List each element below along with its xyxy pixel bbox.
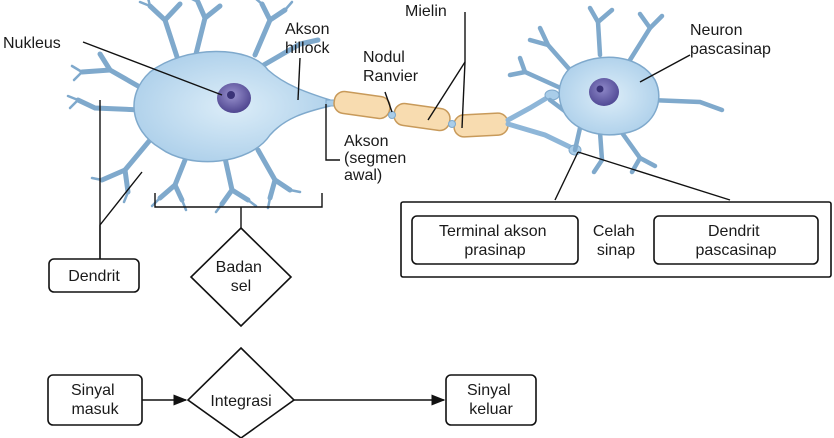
postsynaptic-neuron-label: Neuron pascasinap	[690, 22, 771, 58]
cell-body-bracket	[154, 193, 323, 228]
axon-terminals	[505, 93, 575, 151]
presynaptic-dendrites	[75, 0, 321, 207]
leader-lines	[82, 12, 691, 161]
postsynaptic-nucleolus	[596, 85, 604, 93]
cell-body-diamond	[189, 226, 293, 328]
presynaptic-terminal-box	[411, 215, 579, 265]
input-signal-label: Sinyal masuk	[71, 382, 120, 418]
output-signal-box	[445, 374, 537, 426]
axon-hillock-label: Akson hillock	[285, 21, 334, 57]
nucleolus	[227, 91, 235, 99]
synaptic-cleft-label: Celah sinap	[593, 223, 639, 259]
nucleus-presynaptic	[217, 83, 251, 113]
node-ranvier-label: Nodul Ranvier	[363, 49, 419, 85]
myelin-label: Mielin	[405, 3, 447, 20]
axon-initial-segment-label: Akson (segmen awal)	[344, 133, 411, 184]
postsynaptic-dendrites	[507, 5, 725, 175]
cell-body-label: Badan sel	[216, 259, 267, 295]
integration-label: Integrasi	[210, 393, 271, 410]
postsynaptic-dendrite-box	[653, 215, 819, 265]
synapse-leader	[554, 151, 731, 201]
output-signal-label: Sinyal keluar	[467, 382, 515, 418]
nucleus-postsynaptic	[589, 78, 619, 106]
ranvier-nodes	[388, 111, 456, 128]
dendrite-label: Dendrit	[68, 268, 120, 285]
integration-diamond	[186, 346, 296, 438]
nucleus-label: Nukleus	[3, 35, 61, 52]
myelin-sheath	[333, 90, 509, 138]
dendrite-box	[48, 258, 140, 293]
postsynaptic-dendrite-label: Dendrit pascasinap	[696, 223, 777, 259]
dendrite-leader	[99, 100, 143, 260]
presynaptic-terminal-label: Terminal akson prasinap	[439, 223, 551, 259]
